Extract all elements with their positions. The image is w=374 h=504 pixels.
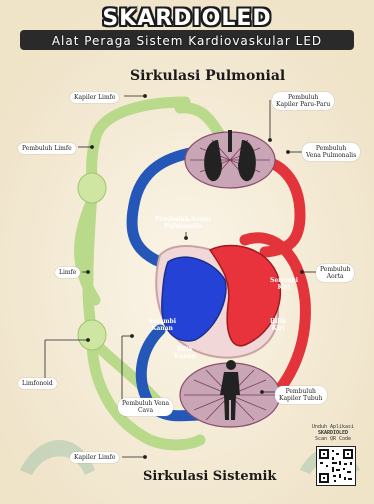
label-pembuluh-kapiler-tubuh: Pembuluh Kapiler Tubuh — [275, 386, 327, 404]
label-bilik-kiri: Bilik Kiri — [270, 318, 286, 332]
label-kapiler-limfe-top: Kapiler Limfe — [70, 92, 119, 103]
app-download-info: Unduh Aplikasi SKARDIOLED Scan QR Code — [298, 424, 368, 442]
qr-code[interactable] — [316, 446, 356, 486]
label-limfe: Limfe — [55, 267, 80, 278]
app-download-line3: Scan QR Code — [298, 436, 368, 442]
label-pembuluh-kapiler-paru: Pembuluh Kapiler Paru-Paru — [272, 92, 334, 110]
label-kapiler-limfe-bottom: Kapiler Limfe — [70, 452, 119, 463]
label-pembuluh-vena-cava: Pembuluh Vena Cava — [118, 398, 173, 416]
label-pembuluh-arteri-pulmonalis: Pembuluh Arteri Pulmonalis — [155, 216, 211, 230]
label-bilik-kanan: Bilik Kanan — [174, 346, 196, 360]
label-serambi-kanan: Serambi Kanan — [148, 318, 176, 332]
qr-code-pattern — [317, 447, 355, 485]
app-subtitle: Alat Peraga Sistem Kardiovaskular LED — [0, 34, 374, 48]
pulmonary-section-title: Sirkulasi Pulmonial — [130, 68, 285, 84]
label-limfonoid: Limfonoid — [18, 378, 57, 389]
app-title: SKARDIOLED — [0, 6, 374, 31]
systemic-section-title: Sirkulasi Sistemik — [143, 469, 276, 484]
label-pembuluh-vena-pulmonalis: Pembuluh Vena Pulmonalis — [302, 143, 360, 161]
label-pembuluh-aorta: Pembuluh Aorta — [316, 264, 354, 282]
label-serambi-kiri: Serambi Kiri — [270, 277, 298, 291]
label-pembuluh-limfe: Pembuluh Limfe — [18, 143, 76, 154]
